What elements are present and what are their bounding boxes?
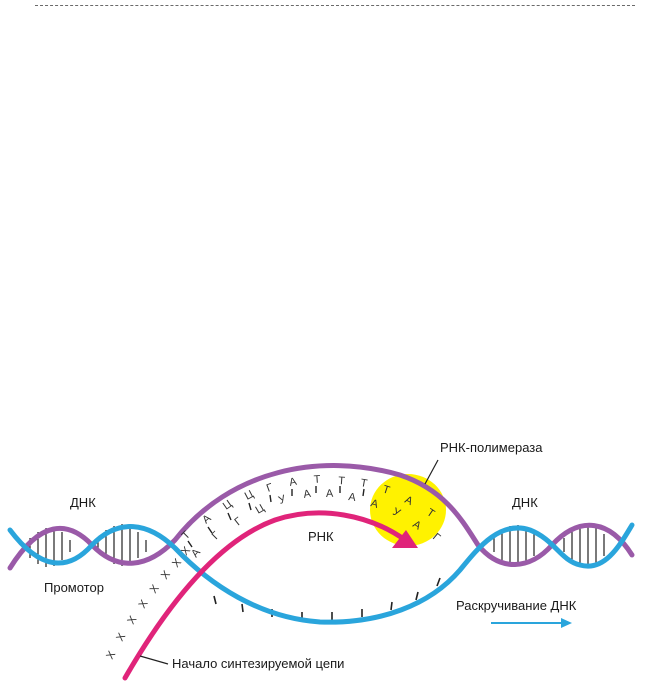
rna-base: У <box>277 493 289 507</box>
dna-purple-strand <box>7 463 635 571</box>
leading-base: Х <box>148 582 162 596</box>
template-bases: Т А Ц Ц Г А Т Т Т Т А Т <box>180 474 437 543</box>
top-divider <box>35 5 635 6</box>
template-base: Ц <box>221 498 235 512</box>
right-helix-rungs <box>493 525 605 566</box>
template-base: Т <box>381 483 391 497</box>
promoter-label: Промотор <box>44 580 104 595</box>
rna-base: А <box>302 488 312 501</box>
template-base: Ц <box>243 488 256 502</box>
rna-label: РНК <box>308 529 334 544</box>
dna-right-label: ДНК <box>512 495 538 510</box>
template-base: Т <box>180 529 193 542</box>
rna-base: А <box>369 497 380 511</box>
leading-base: Х <box>125 613 139 626</box>
rna-base: Г <box>232 515 244 528</box>
template-base: Т <box>359 477 368 490</box>
unwinding-label: Раскручивание ДНК <box>456 598 577 613</box>
template-base-ticks <box>187 486 365 548</box>
leading-base: Х <box>104 649 118 662</box>
rna-base: Ц <box>254 502 267 516</box>
leading-base: Х <box>159 568 173 582</box>
template-base: Г <box>265 481 275 494</box>
polymerase-pointer-line <box>424 459 439 485</box>
leading-base: Х <box>137 597 151 610</box>
rna-base: А <box>326 488 334 500</box>
rna-strand <box>122 510 408 681</box>
template-base: Т <box>313 474 321 486</box>
dna-blue-strand <box>7 522 635 625</box>
leading-base: Х <box>114 631 128 644</box>
rna-base: Г <box>210 529 223 542</box>
rna-base: А <box>348 491 358 504</box>
dna-left-label: ДНК <box>70 495 96 510</box>
template-base: А <box>288 476 298 489</box>
template-base: Т <box>338 475 346 487</box>
bottom-strand-ticks <box>213 577 441 620</box>
unwinding-arrow <box>491 618 572 628</box>
left-helix-rungs <box>29 524 147 567</box>
rna-polymerase-label: РНК-полимераза <box>440 440 543 455</box>
template-base: А <box>200 512 214 526</box>
chain-start-pointer-line <box>139 655 169 665</box>
rna-arrowhead <box>392 530 418 548</box>
chain-start-label: Начало синтезируемой цепи <box>172 656 344 671</box>
